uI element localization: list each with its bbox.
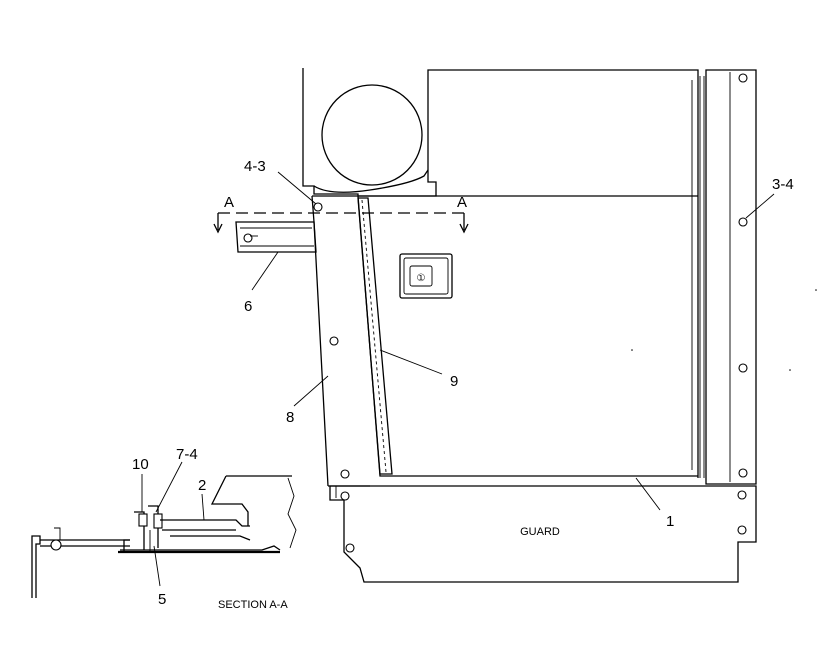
right-strip xyxy=(705,69,757,485)
callouts: 4-3 3-4 6 8 9 1 2 5 7-4 10 SECTION A-A xyxy=(132,158,794,611)
specks xyxy=(631,289,817,371)
latch-symbol: ① xyxy=(417,273,426,284)
callout-6: 6 xyxy=(244,298,252,315)
bolt-4-3 xyxy=(313,202,323,212)
callout-5: 5 xyxy=(158,591,166,608)
leader-4-3 xyxy=(277,171,317,205)
callout-2: 2 xyxy=(198,477,206,494)
guard-label: GUARD xyxy=(520,526,560,538)
guard-bolt-top-right xyxy=(737,490,747,500)
section-line-a-a: A A xyxy=(213,194,470,234)
leader-6 xyxy=(251,251,279,291)
strip-bolt-top xyxy=(738,73,748,83)
leader-8 xyxy=(293,375,329,407)
leader-7-4 xyxy=(155,461,183,513)
callout-3-4: 3-4 xyxy=(772,176,794,193)
bolt-7-4 xyxy=(153,513,163,529)
section-bolt-left xyxy=(50,539,62,551)
leader-9 xyxy=(379,349,443,375)
latch[interactable]: ① xyxy=(399,253,453,299)
callout-9: 9 xyxy=(450,373,458,390)
guard-bolt-low-left xyxy=(345,543,355,553)
bracket xyxy=(235,221,317,253)
section-caption: SECTION A-A xyxy=(218,599,288,611)
leader-3-4 xyxy=(745,193,775,219)
callout-7-4: 7-4 xyxy=(176,446,198,463)
callout-1: 1 xyxy=(666,513,674,530)
upper-housing xyxy=(302,68,699,478)
section-marker-right: A xyxy=(457,194,467,211)
bolt-side-mid xyxy=(329,336,339,346)
fan-circle xyxy=(321,84,423,186)
guard-bolt-top-left xyxy=(340,491,350,501)
leader-lines xyxy=(141,171,775,587)
guard-bolt-low-right xyxy=(737,525,747,535)
leader-2 xyxy=(201,493,205,521)
strip-bolt-3-4 xyxy=(738,217,748,227)
strip-bolt-low xyxy=(738,468,748,478)
callout-4-3: 4-3 xyxy=(244,158,266,175)
callout-8: 8 xyxy=(286,409,294,426)
callout-10: 10 xyxy=(132,456,149,473)
section-marker-left: A xyxy=(224,194,234,211)
leader-5 xyxy=(153,545,161,587)
leader-1 xyxy=(635,477,661,511)
strip-bolt-mid xyxy=(738,363,748,373)
bolt-side-low xyxy=(340,469,350,479)
bracket-bolt xyxy=(243,233,253,243)
bolt-10 xyxy=(138,513,148,527)
section-detail xyxy=(31,475,297,598)
seal-strip xyxy=(357,197,393,475)
side-panel xyxy=(311,195,370,487)
guard-panel: GUARD xyxy=(329,485,757,583)
